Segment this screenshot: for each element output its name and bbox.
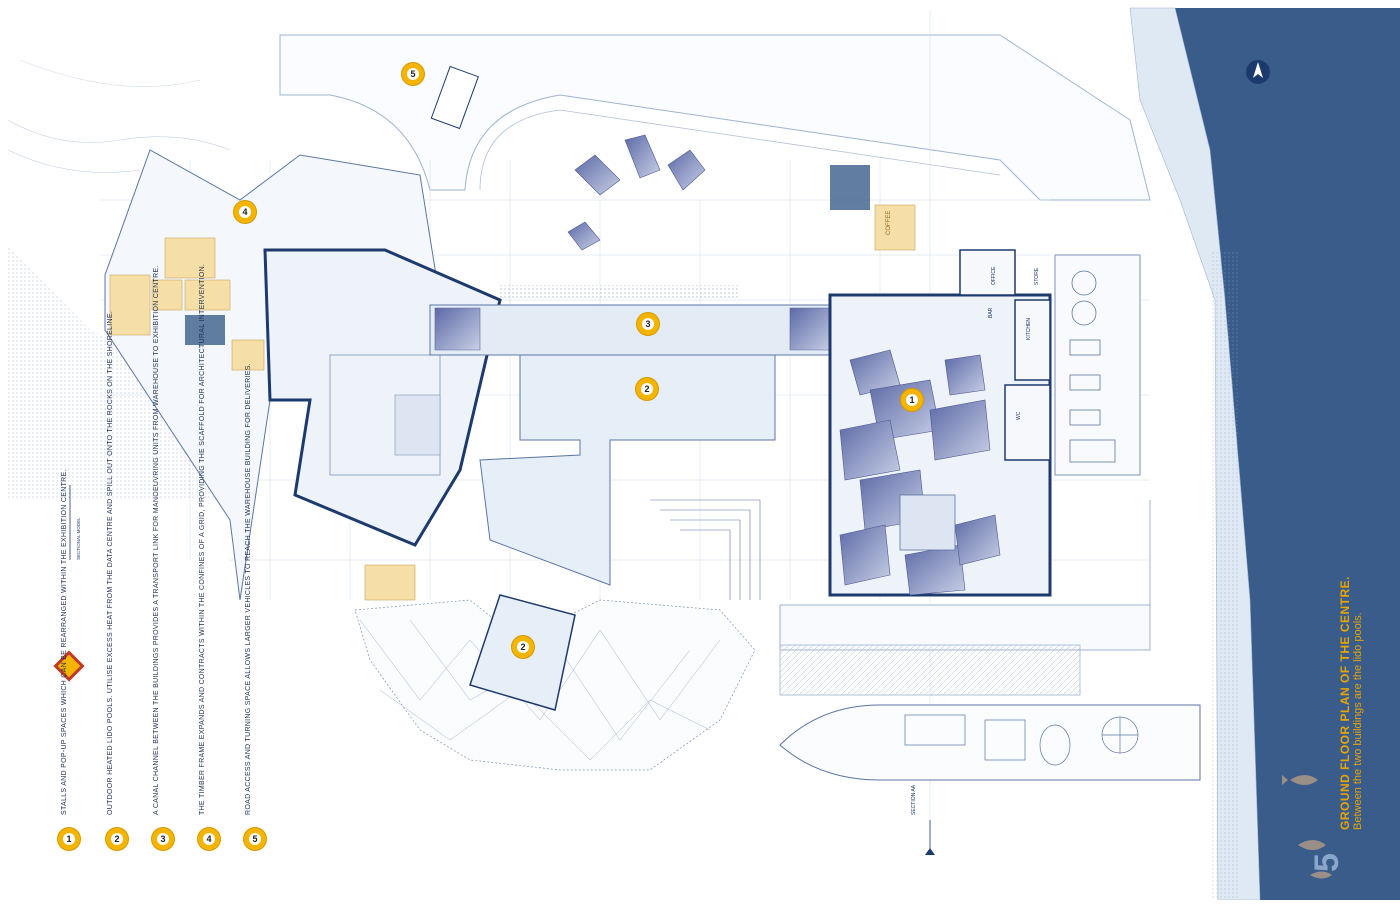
access-road (279, 34, 1151, 201)
legend-item-4: THE TIMBER FRAME EXPANDS AND CONTRACTS W… (199, 263, 206, 815)
legend-item-5: ROAD ACCESS AND TURNING SPACE ALLOWS LAR… (245, 363, 252, 815)
legend-marker: 3 (152, 828, 174, 850)
room-label-coffee: COFFEE (886, 211, 892, 235)
plan-marker: 1 (901, 389, 923, 411)
room-label-store: STORE (1034, 267, 1040, 285)
exhibition-centre (263, 248, 502, 547)
legend-item-1: STALLS AND POP-UP SPACES WHICH CAN BE RE… (61, 469, 68, 815)
section-label: SECTION AA (911, 784, 917, 815)
room-label-kitchen: KITCHEN (1026, 318, 1032, 340)
support-rooms (959, 249, 1051, 461)
sheet-number: 5 (1308, 853, 1346, 872)
dotted-quay (1210, 250, 1240, 900)
room-label-bar: BAR (988, 307, 994, 318)
sectional-model-label: SECTIONAL MODEL (76, 517, 81, 560)
legend-item-2: OUTDOOR HEATED LIDO POOLS. UTILISE EXCES… (107, 310, 114, 815)
fish-icon (1282, 775, 1332, 879)
plan-marker: 2 (512, 636, 534, 658)
sheet-title: GROUND FLOOR PLAN OF THE CENTRE. (1338, 576, 1352, 830)
pier (779, 644, 1081, 696)
parked-truck (430, 65, 479, 130)
pop-up-roofs (839, 349, 1001, 596)
legend-item-3: A CANAL CHANNEL BETWEEN THE BUILDINGS PR… (153, 265, 160, 815)
plan-marker: 4 (234, 201, 256, 223)
legend-marker: 4 (198, 828, 220, 850)
moored-boat (779, 704, 1201, 781)
legend-marker: 1 (58, 828, 80, 850)
sheet-subtitle: Between the two buildings are the lido p… (1352, 612, 1364, 830)
room-label-office: OFFICE (991, 266, 997, 285)
plan-marker: 3 (637, 313, 659, 335)
legend-marker: 2 (106, 828, 128, 850)
terraced-steps (650, 499, 761, 600)
plan-marker: 5 (402, 63, 424, 85)
pavilions (567, 134, 706, 251)
legend-marker: 5 (244, 828, 266, 850)
lido-pool-main (479, 354, 776, 586)
sea (1175, 8, 1400, 900)
room-label-wc: WC (1016, 411, 1022, 420)
plan-marker: 2 (636, 378, 658, 400)
